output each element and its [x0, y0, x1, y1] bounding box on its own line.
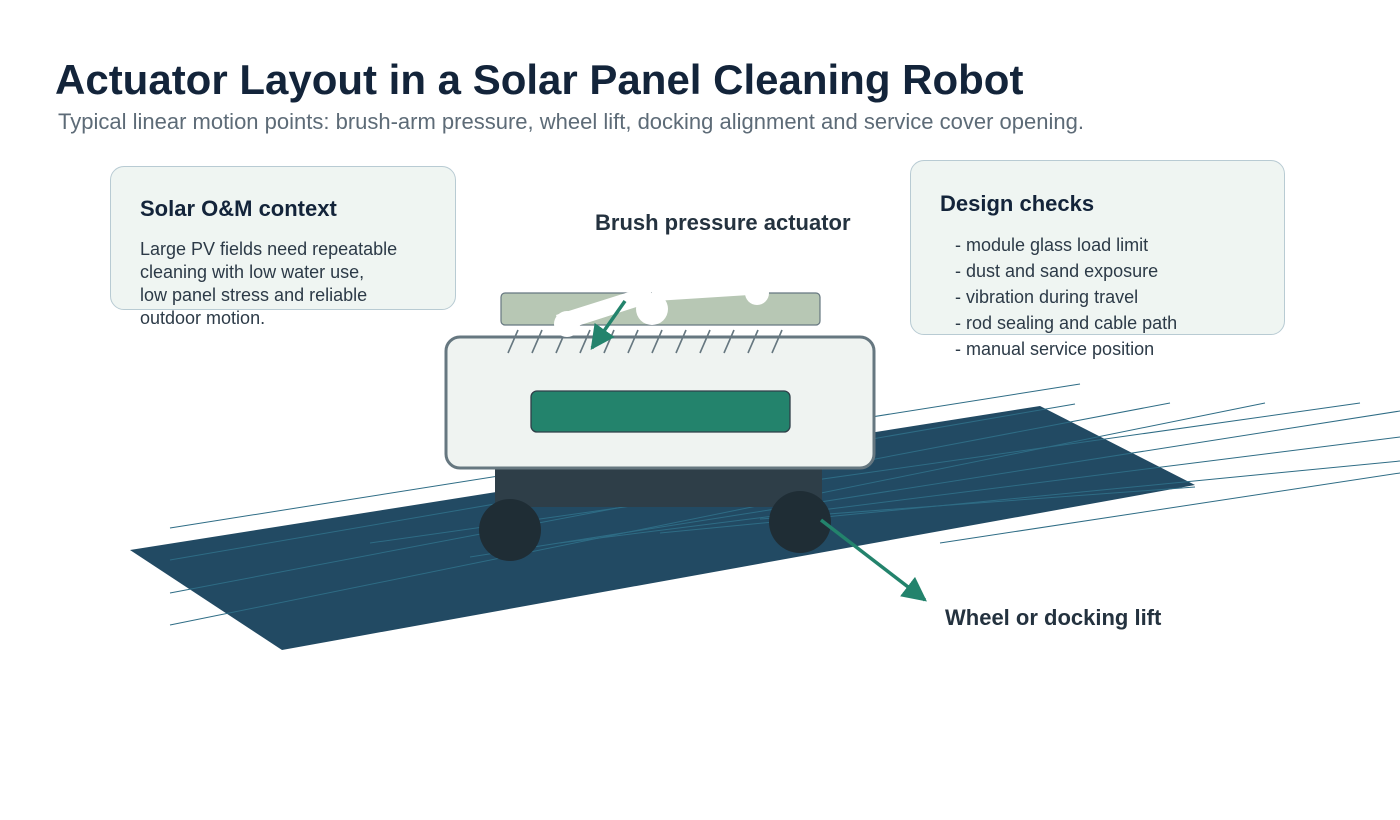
brush-arm-link	[556, 286, 655, 331]
robot-display-panel	[530, 390, 791, 433]
check-item: - rod sealing and cable path	[955, 313, 1178, 333]
bristle	[699, 329, 711, 354]
bristle	[651, 329, 663, 354]
design-checks-heading: Design checks	[940, 191, 1095, 216]
check-item: - vibration during travel	[955, 287, 1139, 307]
bristle	[579, 329, 591, 354]
wheel-lift-arrow	[819, 518, 927, 602]
solar-panel	[130, 406, 1195, 650]
context-line: low panel stress and reliable	[140, 285, 368, 305]
bristle	[771, 329, 783, 354]
bristle	[747, 329, 759, 354]
context-line: outdoor motion.	[140, 308, 266, 328]
bristle	[675, 329, 687, 354]
context-card	[110, 166, 456, 310]
bristle	[507, 329, 519, 354]
brush-arm-joint	[745, 281, 769, 305]
check-item: - dust and sand exposure	[955, 261, 1159, 281]
bristle	[627, 329, 639, 354]
check-item: - module glass load limit	[955, 235, 1149, 255]
brush-pressure-arrow	[590, 299, 627, 351]
brush-arm	[554, 281, 769, 337]
page-title: Actuator Layout in a Solar Panel Cleanin…	[55, 56, 1024, 103]
robot-wheel-left	[479, 499, 541, 561]
brush-pressure-callout: Brush pressure actuator	[595, 210, 851, 235]
bristle	[531, 329, 543, 354]
context-line: Large PV fields need repeatable	[140, 239, 398, 259]
wheel-lift-callout: Wheel or docking lift	[945, 605, 1162, 630]
brush-arm-joint	[554, 311, 580, 337]
check-item: - manual service position	[955, 339, 1155, 359]
glare-line	[559, 436, 1400, 544]
context-line: cleaning with low water use,	[140, 262, 365, 282]
design-checks-card	[910, 160, 1285, 335]
bristle	[723, 329, 735, 354]
brush-arm-link	[650, 286, 765, 301]
brush-arm-joint	[636, 293, 668, 325]
design-checks-list: - module glass load limit - dust and san…	[955, 232, 1177, 362]
context-card-heading: Solar O&M context	[140, 196, 337, 221]
glare-line	[469, 410, 1400, 558]
glare-line	[759, 486, 1196, 520]
robot-wheel-right	[769, 491, 831, 553]
glare-line	[939, 472, 1400, 544]
glare-line	[169, 402, 1266, 626]
context-card-body: Large PV fields need repeatable cleaning…	[140, 238, 440, 330]
page-subtitle: Typical linear motion points: brush-arm …	[58, 109, 1084, 134]
